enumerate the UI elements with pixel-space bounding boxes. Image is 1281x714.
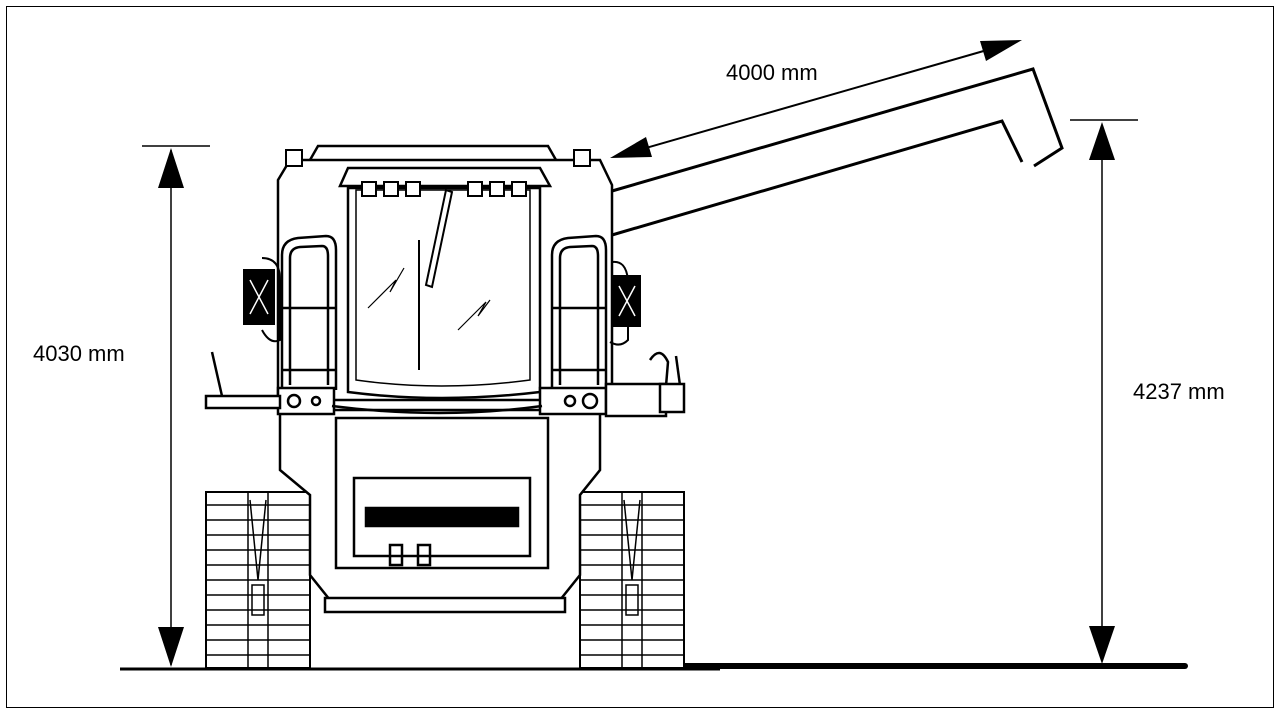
left-ladder	[280, 234, 338, 390]
cab	[276, 144, 614, 402]
reach-dimension-label: 4000 mm	[726, 60, 818, 85]
left-track	[205, 491, 311, 669]
right-mirror	[609, 260, 641, 346]
left-mirror	[243, 257, 281, 343]
height-dimension-left	[142, 145, 210, 667]
spout-height-label: 4237 mm	[1133, 379, 1225, 404]
reach-dimension-arrow	[610, 40, 1022, 158]
front-platform	[204, 351, 686, 418]
right-track	[579, 491, 685, 669]
chassis	[278, 408, 602, 614]
height-dimension-right	[1070, 119, 1138, 664]
machine-height-label: 4030 mm	[33, 341, 125, 366]
right-ladder	[550, 234, 608, 390]
unloading-auger	[611, 67, 1064, 237]
